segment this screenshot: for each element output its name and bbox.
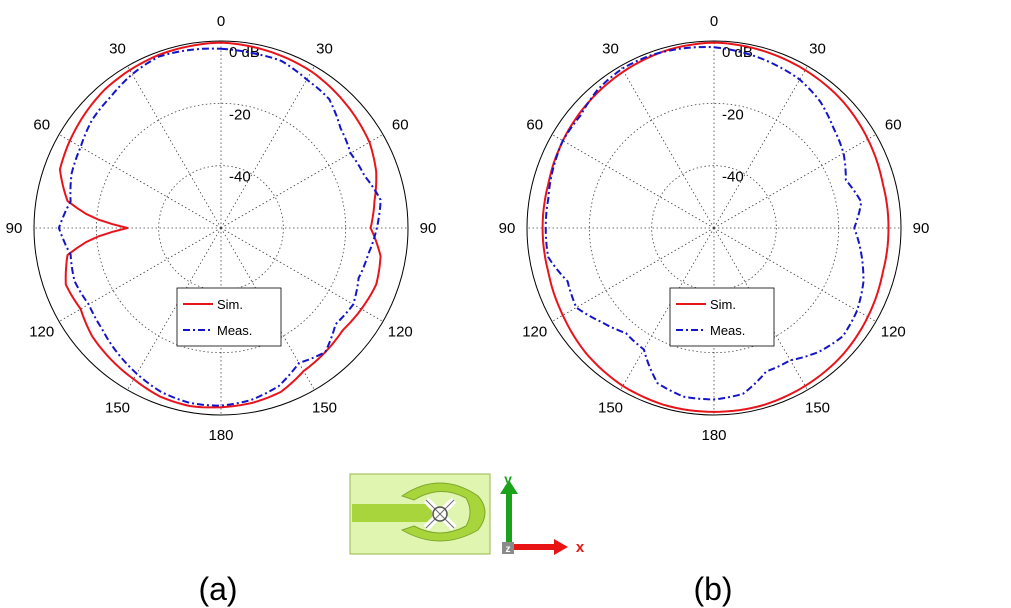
polar-chart-a: 0 30 60 90 120 150 180 150 120 90 60 30 0 dB -20 -40Si…: [6, 13, 437, 444]
grid-spoke: [713, 227, 877, 322]
grid-spoke: [551, 227, 715, 322]
angle-tick-label: 150: [805, 399, 830, 416]
angle-tick-label: 90: [913, 220, 930, 237]
legend-box: [669, 287, 775, 347]
y-axis-arrow-shaft: [506, 492, 512, 542]
grid-spoke: [620, 65, 715, 229]
radial-tick-label: -40: [722, 169, 744, 186]
angle-tick-label: 120: [29, 324, 54, 341]
grid-spoke: [551, 134, 715, 229]
x-axis-arrow-shaft: [514, 544, 556, 550]
angle-tick-label: 30: [809, 41, 826, 58]
radial-tick-label: 0 dB: [229, 44, 260, 61]
angle-tick-label: 30: [316, 41, 333, 58]
radial-tick-label: -40: [229, 169, 251, 186]
angle-tick-label: 0: [217, 13, 225, 30]
radial-tick-label: -20: [229, 106, 251, 123]
angle-tick-label: 90: [6, 220, 23, 237]
grid-circle: [651, 165, 777, 291]
grid-spoke: [58, 134, 222, 229]
angle-tick-label: 0: [710, 13, 718, 30]
angle-tick-label: 60: [33, 117, 50, 134]
feed-line: [352, 504, 432, 522]
legend-label: Meas.: [217, 323, 252, 338]
series-line-sim: [58, 41, 382, 409]
grid-spoke: [220, 134, 384, 229]
x-axis-label: x: [576, 539, 585, 556]
grid-spoke: [127, 227, 222, 391]
grid-spoke: [713, 134, 877, 229]
angle-tick-label: 150: [598, 399, 623, 416]
angle-tick-label: 180: [208, 427, 233, 444]
x-axis-arrow-head: [554, 539, 568, 555]
cross-element: [423, 497, 457, 531]
angle-tick-label: 150: [312, 399, 337, 416]
angle-tick-label: 90: [420, 220, 437, 237]
angle-tick-label: 120: [881, 324, 906, 341]
grid-spoke: [620, 227, 715, 391]
grid-spoke: [220, 227, 384, 322]
grid-spoke: [220, 65, 315, 229]
angle-tick-label: 60: [392, 117, 409, 134]
angle-tick-label: 60: [526, 117, 543, 134]
grid-spoke: [713, 65, 808, 229]
grid-circle: [158, 165, 284, 291]
z-axis-marker: [502, 542, 514, 554]
panel-label-b: (b): [693, 571, 732, 607]
outer-circle: [526, 40, 902, 416]
antenna-inset: y z x: [349, 471, 585, 556]
angle-tick-label: 30: [109, 41, 126, 58]
radial-tick-label: 0 dB: [722, 44, 753, 61]
angle-tick-label: 120: [522, 324, 547, 341]
outer-circle: [33, 40, 409, 416]
series-line-meas: [544, 46, 865, 401]
legend-label: Sim.: [217, 297, 243, 312]
legend-label: Meas.: [710, 323, 745, 338]
angle-tick-label: 180: [701, 427, 726, 444]
radial-tick-label: -20: [722, 106, 744, 123]
grid-spoke: [58, 227, 222, 322]
z-axis-label: z: [506, 544, 511, 555]
angle-tick-label: 60: [885, 117, 902, 134]
panel-label-a: (a): [198, 571, 237, 607]
y-axis-label: y: [504, 471, 512, 487]
angle-tick-label: 30: [602, 41, 619, 58]
radiator-ring: [400, 482, 486, 542]
polar-chart-b: 0 30 60 90 120 150 180 150 120 90 60 30 0 dB -20 -40Si…: [499, 13, 930, 444]
angle-tick-label: 120: [388, 324, 413, 341]
y-axis-arrow-head: [500, 480, 518, 494]
series-line-meas: [57, 47, 382, 407]
angle-tick-label: 150: [105, 399, 130, 416]
grid-spoke: [127, 65, 222, 229]
legend-box: [176, 287, 282, 347]
angle-tick-label: 90: [499, 220, 516, 237]
legend-label: Sim.: [710, 297, 736, 312]
